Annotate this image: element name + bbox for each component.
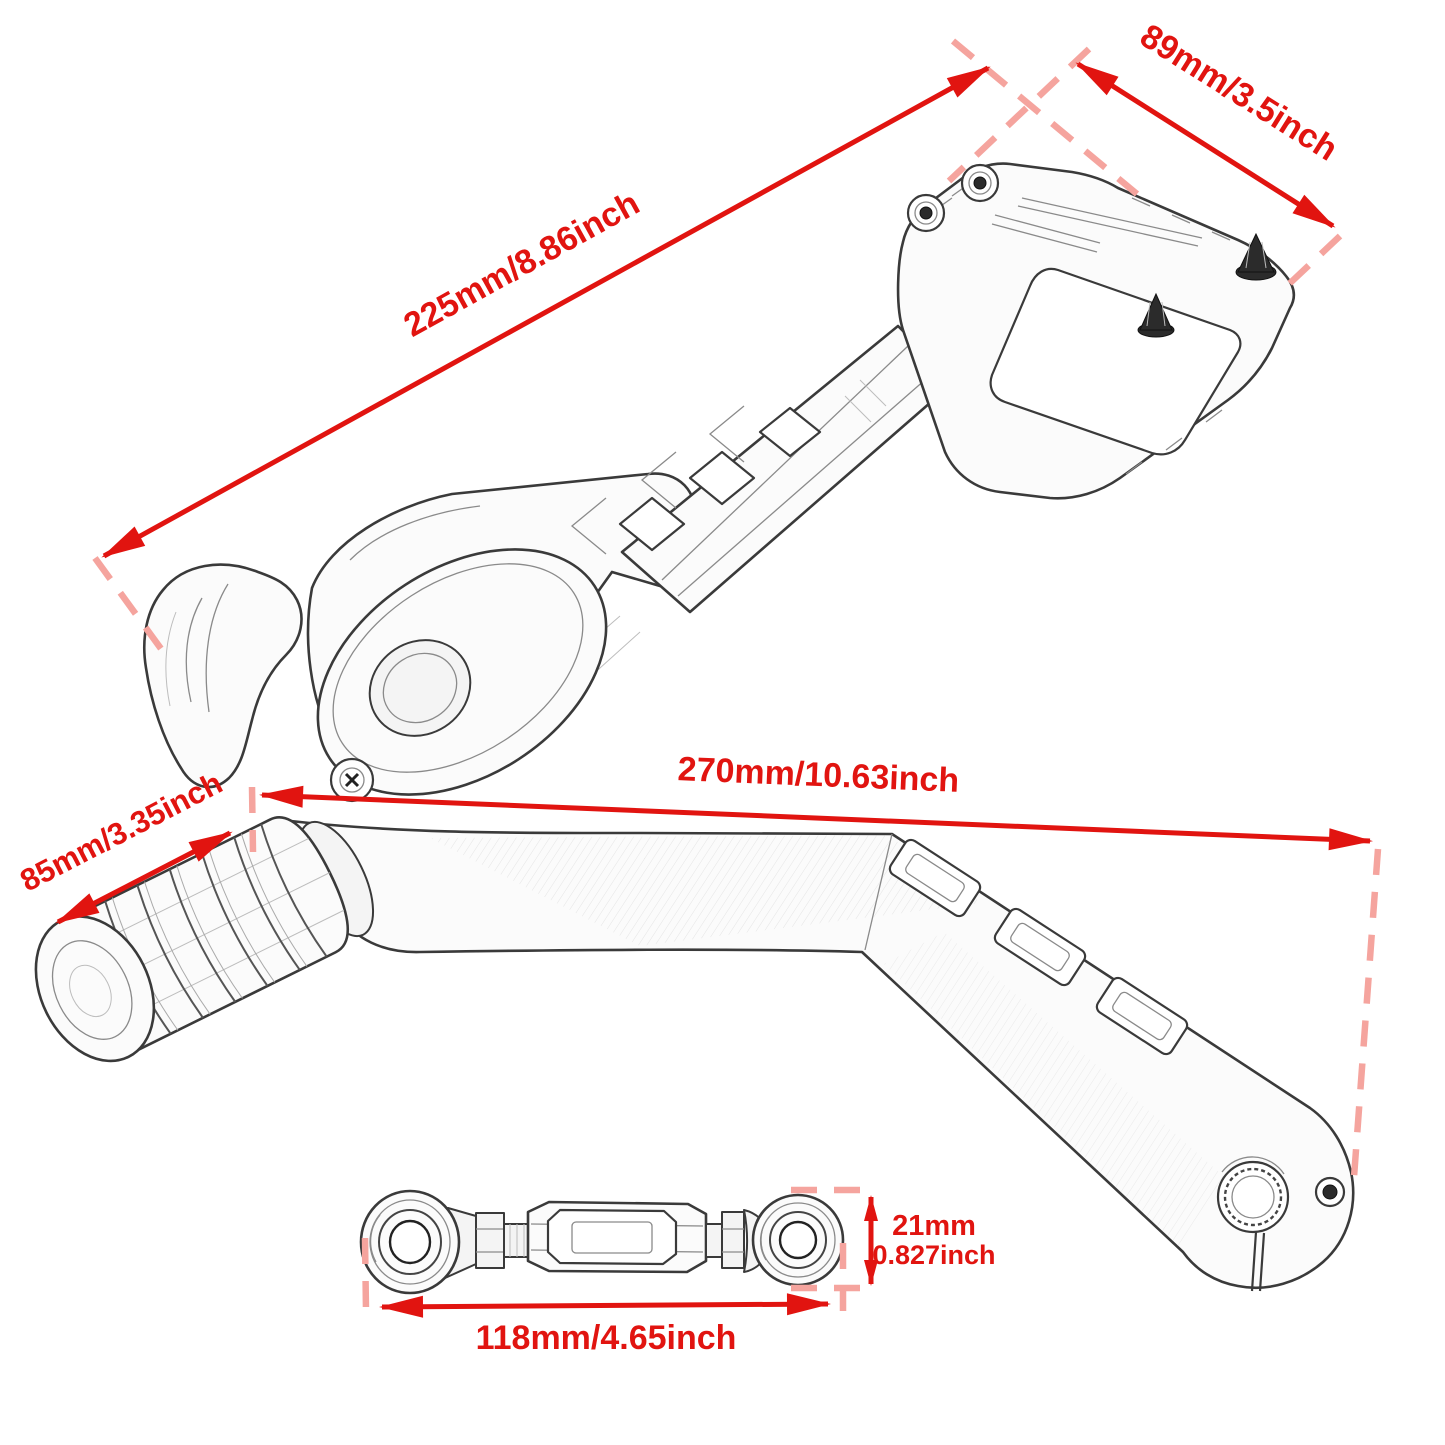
shift-lever-drawing <box>34 816 1355 1292</box>
extension-lines <box>92 38 1382 1312</box>
dimension-label-pedal-pad-width: 89mm/3.5inch <box>1133 17 1344 169</box>
spline-clamp <box>1216 1156 1346 1292</box>
dimension-label-rod-end-diameter-inch: 0.827inch <box>872 1240 995 1270</box>
pivot-screw <box>329 757 375 803</box>
lever-pad <box>1095 976 1189 1056</box>
dimension-arrow-brake-lever-length <box>101 65 991 559</box>
pedal-spike <box>1235 232 1277 281</box>
extension-line <box>361 1237 370 1312</box>
extension-line <box>92 556 170 659</box>
dimension-label-rod-end-diameter-mm: 21mm <box>892 1210 976 1242</box>
dimension-arrow-pedal-pad-width <box>1075 61 1336 229</box>
linkage-rod-drawing <box>359 1189 845 1295</box>
extension-line <box>1349 848 1382 1192</box>
jam-nut-right <box>721 1211 745 1269</box>
dimension-arrow-shift-lever-length <box>259 785 1373 851</box>
foot-plate <box>896 162 1296 500</box>
hatch-shading <box>430 835 982 946</box>
pedal-spike <box>1137 292 1175 338</box>
dimension-label-linkage-length: 118mm/4.65inch <box>476 1319 737 1357</box>
dimension-label-shift-lever-length: 270mm/10.63inch <box>677 750 960 800</box>
dimension-arrow-grip-length <box>55 830 233 925</box>
rod-shaft-right <box>705 1223 723 1258</box>
extension-line <box>248 786 257 853</box>
dimension-label-brake-lever-length: 225mm/8.86inch <box>398 184 646 345</box>
turnbuckle-body <box>526 1200 708 1274</box>
pivot-cover <box>316 548 608 803</box>
jam-nut-left <box>475 1212 505 1269</box>
lever-pad <box>888 838 982 918</box>
clamp-bolt <box>1314 1176 1346 1208</box>
pedal-bolt <box>960 163 1000 203</box>
pedal-bolt <box>906 193 946 233</box>
extension-line <box>946 46 1092 184</box>
foot-peg <box>143 563 303 789</box>
dimension-arrow-linkage-length <box>379 1293 831 1318</box>
rod-end-left <box>359 1189 477 1295</box>
brake-pedal-drawing <box>143 162 1296 803</box>
pivot-dome <box>368 639 472 737</box>
lever-pad <box>993 907 1087 987</box>
extension-line <box>1285 233 1343 288</box>
hatch-shading <box>884 932 1228 1246</box>
lever-arm <box>280 818 1355 1292</box>
rod-end-right <box>743 1193 845 1287</box>
